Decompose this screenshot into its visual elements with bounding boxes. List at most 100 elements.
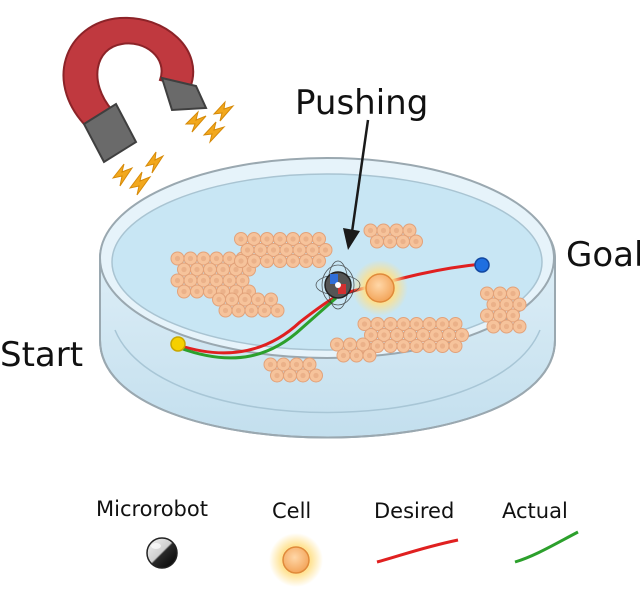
tissue-cell-nucleus <box>490 301 497 308</box>
tissue-cell-nucleus <box>313 372 319 379</box>
tissue-cell-nucleus <box>213 255 220 262</box>
tissue-cell-nucleus <box>303 236 309 242</box>
tissue-cell-nucleus <box>497 312 503 319</box>
tissue-cell-nucleus <box>510 290 516 297</box>
tissue-cell-nucleus <box>280 361 287 368</box>
tissue-cell-nucleus <box>459 332 465 338</box>
pushing-label: Pushing <box>295 83 428 123</box>
tissue-cell-nucleus <box>246 266 252 273</box>
tissue-cell-nucleus <box>274 307 281 314</box>
tissue-cell-nucleus <box>257 247 264 253</box>
tissue-cell-nucleus <box>446 332 452 338</box>
tissue-cell-nucleus <box>452 321 459 327</box>
microrobot-in-dish <box>315 260 361 310</box>
tissue-cell-nucleus <box>413 343 420 349</box>
tissue-cell-nucleus <box>290 236 296 242</box>
desired-legend-line <box>376 538 459 564</box>
tissue-cell-nucleus <box>361 321 368 327</box>
tissue-cell-nucleus <box>274 372 280 379</box>
tissue-cell-nucleus <box>393 227 400 234</box>
tissue-cell-nucleus <box>407 332 413 338</box>
tissue-cell-nucleus <box>194 288 200 295</box>
target-cell <box>352 260 408 316</box>
tissue-cell-nucleus <box>490 323 497 330</box>
tissue-cell-nucleus <box>366 352 373 359</box>
tissue-cell-nucleus <box>187 255 194 262</box>
tissue-cell-nucleus <box>439 321 446 327</box>
tissue-cell-nucleus <box>296 247 303 253</box>
tissue-cell-nucleus <box>248 307 255 314</box>
cell-clusters <box>170 223 527 383</box>
tissue-cell-nucleus <box>239 277 246 284</box>
tissue-cell-nucleus <box>406 227 413 234</box>
tissue-cell-nucleus <box>426 321 433 327</box>
tissue-cell-nucleus <box>216 296 222 303</box>
tissue-cell-nucleus <box>200 277 207 284</box>
tissue-cell-nucleus <box>181 288 187 295</box>
tissue-cell-nucleus <box>220 288 226 295</box>
tissue-cell-nucleus <box>207 288 213 295</box>
start-point <box>170 336 186 352</box>
tissue-cell-nucleus <box>516 323 523 330</box>
tissue-cell-nucleus <box>510 312 516 319</box>
tissue-cell-nucleus <box>174 277 181 284</box>
tissue-cell-nucleus <box>187 277 194 284</box>
tissue-cell-nucleus <box>374 238 380 245</box>
tissue-cell-nucleus <box>413 321 420 327</box>
tissue-cell-nucleus <box>264 258 270 264</box>
tissue-cell-nucleus <box>387 321 394 327</box>
tissue-cell-nucleus <box>270 247 277 253</box>
tissue-cell-nucleus <box>264 236 270 242</box>
tissue-cell-nucleus <box>251 258 257 264</box>
tissue-cell-nucleus <box>213 277 220 284</box>
tissue-cell-nucleus <box>387 343 394 349</box>
tissue-cell-nucleus <box>244 247 251 253</box>
cell-legend-icon <box>269 533 323 587</box>
tissue-cell-nucleus <box>413 238 419 245</box>
tissue-cell-nucleus <box>503 323 510 330</box>
tissue-cell-nucleus <box>277 236 283 242</box>
tissue-cell-nucleus <box>309 247 316 253</box>
goal-label: Goal <box>566 235 640 275</box>
tissue-cell-nucleus <box>238 236 244 242</box>
tissue-cell-nucleus <box>283 247 290 253</box>
tissue-cell-nucleus <box>503 301 510 308</box>
tissue-cell-nucleus <box>497 290 503 297</box>
tissue-cell-nucleus <box>293 361 300 368</box>
tissue-cell-nucleus <box>316 236 322 242</box>
tissue-cell-nucleus <box>484 290 490 297</box>
tissue-cell-nucleus <box>207 266 213 273</box>
tissue-cell-nucleus <box>426 343 433 349</box>
tissue-cell-nucleus <box>261 307 268 314</box>
goal-point <box>474 257 490 273</box>
tissue-cell-nucleus <box>400 238 406 245</box>
actual-path <box>179 296 337 360</box>
tissue-cell-nucleus <box>174 255 181 262</box>
tissue-cell-nucleus <box>222 307 229 314</box>
tissue-cell-nucleus <box>194 266 200 273</box>
microrobot-sphere-icon <box>146 537 178 569</box>
horseshoe-magnet-icon <box>62 16 208 164</box>
tissue-cell-nucleus <box>181 266 187 273</box>
tissue-cell-nucleus <box>353 352 360 359</box>
tissue-cell-nucleus <box>387 238 393 245</box>
tissue-cell-nucleus <box>226 255 233 262</box>
legend-actual-label: Actual <box>502 499 568 523</box>
tissue-cell-nucleus <box>439 343 446 349</box>
tissue-cell-nucleus <box>200 255 207 262</box>
tissue-cell-nucleus <box>334 341 340 348</box>
tissue-cell-nucleus <box>374 321 381 327</box>
tissue-cell-nucleus <box>233 288 239 295</box>
tissue-cell-nucleus <box>251 236 257 242</box>
tissue-cell-nucleus <box>484 312 490 319</box>
tissue-cell-nucleus <box>290 258 296 264</box>
tissue-cell-nucleus <box>303 258 309 264</box>
legend-desired-label: Desired <box>374 499 454 523</box>
tissue-cell-nucleus <box>306 361 313 368</box>
tissue-cell-nucleus <box>420 332 426 338</box>
tissue-cell-nucleus <box>367 227 374 234</box>
legend: Microrobot Cell Desired Actual <box>96 497 579 587</box>
tissue-cell-nucleus <box>277 258 283 264</box>
tissue-cell-nucleus <box>268 296 274 303</box>
